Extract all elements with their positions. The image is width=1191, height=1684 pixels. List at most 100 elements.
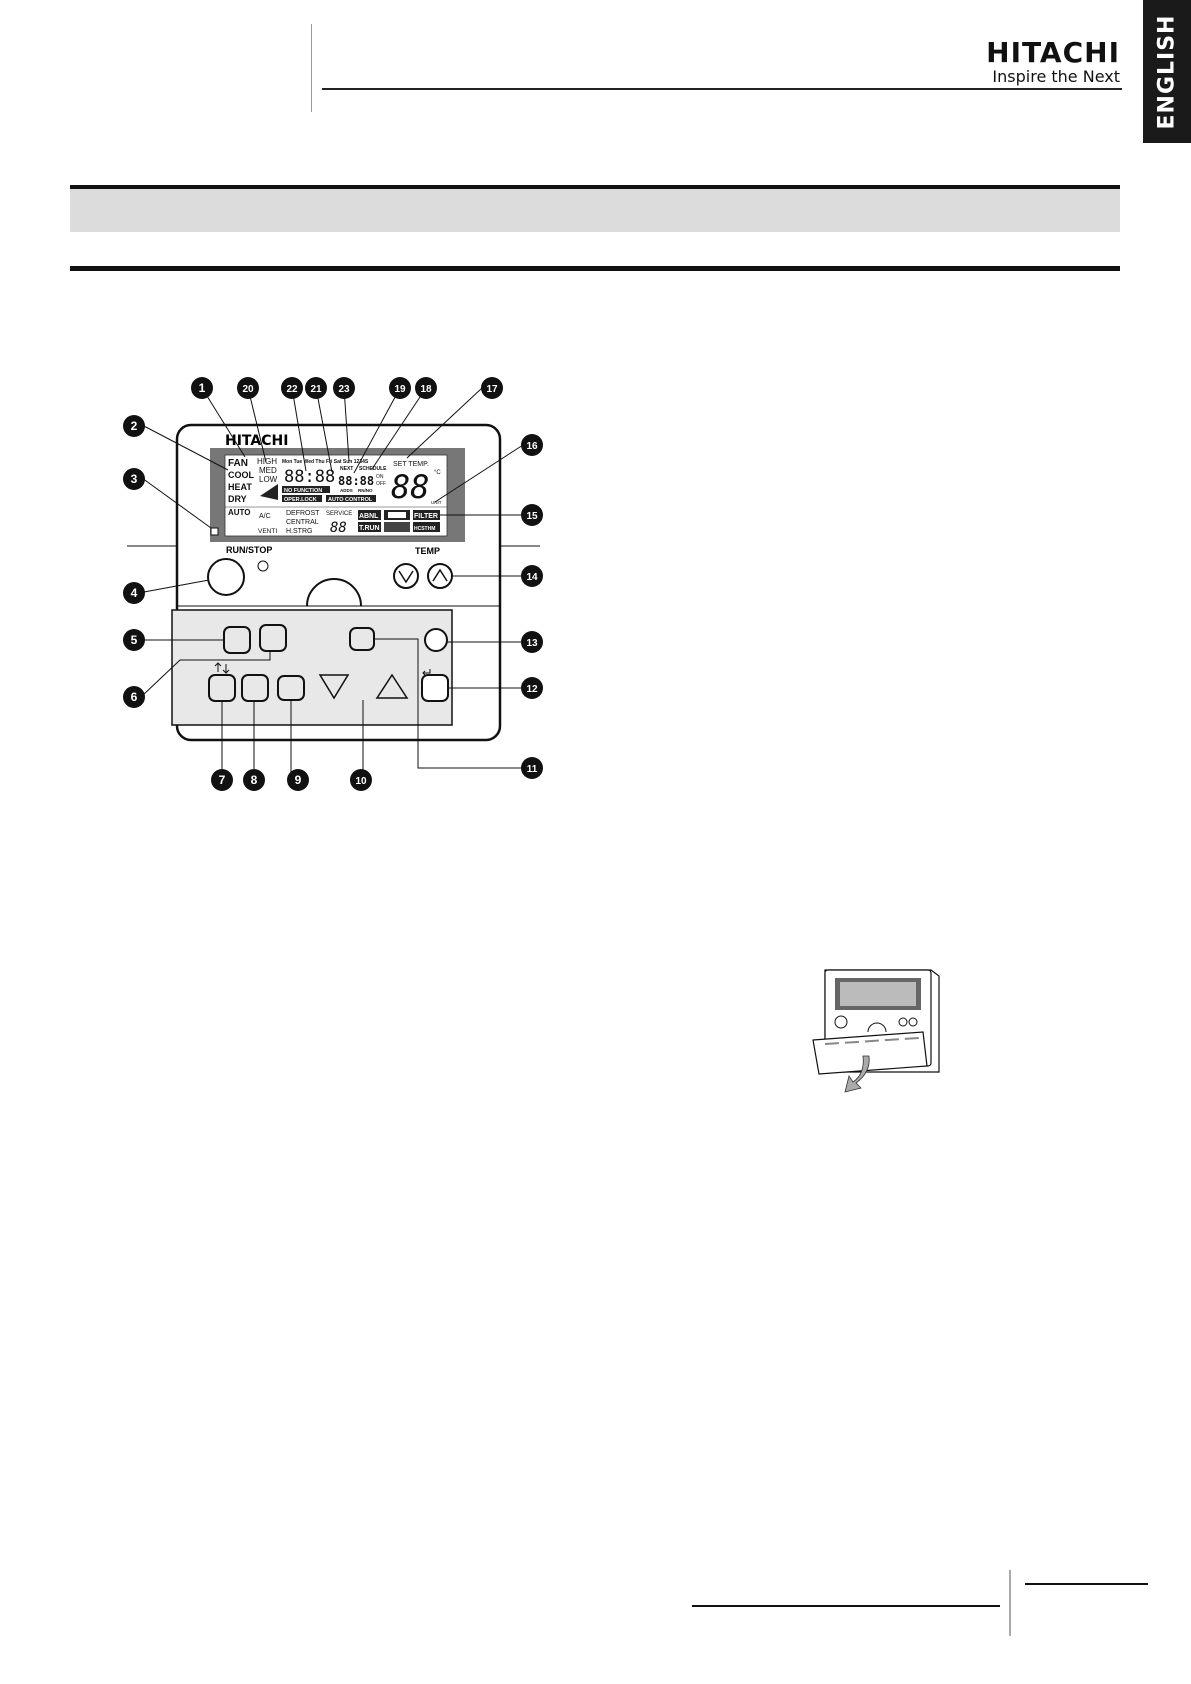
lcd-next: NEXT bbox=[340, 466, 353, 472]
callout-21-marker bbox=[305, 377, 327, 399]
button-13[interactable] bbox=[424, 628, 448, 652]
leader-18 bbox=[371, 387, 427, 470]
callout-15-marker bbox=[521, 504, 543, 526]
temp-up-button[interactable] bbox=[427, 563, 453, 589]
lcd-set-temp: SET TEMP. bbox=[393, 461, 429, 468]
section-rule bbox=[70, 266, 1120, 271]
lcd-schedule: SCHEDULE bbox=[359, 466, 387, 472]
button-6[interactable] bbox=[259, 624, 287, 652]
lcd-mode-dry: DRY bbox=[228, 494, 247, 504]
lcd-fan-med: MED bbox=[259, 466, 277, 475]
callout-22: 22 bbox=[286, 384, 298, 395]
run-stop-label: RUN/STOP bbox=[226, 545, 272, 555]
button-8[interactable] bbox=[241, 674, 269, 702]
callout-6-marker bbox=[123, 686, 145, 708]
callout-5-marker bbox=[123, 629, 145, 651]
lcd-small-icon bbox=[384, 522, 410, 532]
callout-21: 21 bbox=[310, 384, 322, 395]
lcd-degree: °C bbox=[434, 470, 441, 476]
callout-1: 1 bbox=[199, 381, 206, 395]
callout-15: 15 bbox=[526, 511, 538, 522]
callout-8-marker bbox=[243, 769, 265, 791]
callout-1-marker bbox=[191, 377, 213, 399]
cover-open-illustration bbox=[812, 969, 940, 1093]
callout-18-marker bbox=[415, 377, 437, 399]
callout-23: 23 bbox=[338, 384, 350, 395]
button-9[interactable] bbox=[277, 675, 305, 701]
callout-13-marker bbox=[521, 631, 543, 653]
button-11[interactable] bbox=[349, 627, 375, 651]
lcd-abnl-bg bbox=[358, 510, 381, 520]
open-arrow-icon bbox=[844, 1055, 870, 1093]
callout-17-marker bbox=[481, 377, 503, 399]
callout-20-marker bbox=[237, 377, 259, 399]
unit-bump bbox=[867, 1022, 887, 1033]
lcd-unit: UNIT bbox=[431, 500, 442, 505]
lcd-hstrg: H.STRG bbox=[286, 528, 312, 535]
lcd-no-function: NO FUNCTION bbox=[284, 488, 322, 494]
callout-14: 14 bbox=[526, 572, 538, 583]
callout-3: 3 bbox=[131, 472, 138, 486]
button-7[interactable] bbox=[208, 674, 236, 702]
lcd-auto-control: AUTO CONTROL bbox=[328, 497, 373, 503]
brand-name: HITACHI bbox=[986, 36, 1120, 69]
lcd-box-icon-inner bbox=[388, 512, 406, 518]
language-tab-label: ENGLISH bbox=[1154, 14, 1180, 129]
remote-brand: HITACHI bbox=[225, 433, 288, 449]
lower-button-panel bbox=[171, 609, 453, 726]
callout-6: 6 bbox=[131, 690, 138, 704]
lcd-rnno: RN/NO bbox=[358, 488, 373, 493]
temp-up-icon bbox=[432, 568, 448, 582]
lcd-mode-heat: HEAT bbox=[228, 482, 252, 492]
leader-17 bbox=[406, 387, 483, 459]
lcd-hcsthm: HCSTHM bbox=[414, 526, 435, 532]
up-arrow-button[interactable] bbox=[375, 673, 409, 699]
callout-19: 19 bbox=[394, 384, 406, 395]
lcd-filter-bg bbox=[413, 510, 440, 520]
lcd-addr: ADDS bbox=[340, 488, 353, 493]
callout-19-marker bbox=[389, 377, 411, 399]
enter-icon bbox=[422, 669, 431, 676]
lcd-days: Mon Tue Wed Thu Fri Sat Sun 1234S bbox=[282, 459, 369, 465]
footer-rule-right bbox=[1025, 1583, 1148, 1585]
button-12[interactable] bbox=[421, 674, 449, 702]
unit-cover-text-line bbox=[824, 1037, 920, 1045]
lcd-ac: A/C bbox=[259, 513, 271, 520]
lcd-oper-lock: OPER.LOCK bbox=[284, 497, 317, 503]
callout-9: 9 bbox=[295, 773, 302, 787]
section-heading-band bbox=[70, 185, 1120, 232]
brand-logo: HITACHI Inspire the Next bbox=[970, 38, 1120, 86]
lcd-mode-auto: AUTO bbox=[228, 508, 251, 517]
callout-7-marker bbox=[211, 769, 233, 791]
leader-19 bbox=[353, 387, 401, 474]
lcd-on: ON bbox=[376, 474, 384, 480]
leader-4 bbox=[143, 579, 210, 593]
lcd-central: CENTRAL bbox=[286, 519, 319, 526]
updown-icon bbox=[214, 662, 230, 674]
callout-5: 5 bbox=[131, 633, 138, 647]
leader-21 bbox=[315, 387, 333, 473]
button-5[interactable] bbox=[223, 626, 251, 654]
footer-rule-left bbox=[692, 1605, 1000, 1607]
callout-11: 11 bbox=[527, 764, 538, 775]
callout-4: 4 bbox=[131, 586, 138, 600]
callout-23-marker bbox=[333, 377, 355, 399]
footer-divider-vertical bbox=[1009, 1570, 1011, 1636]
down-arrow-button[interactable] bbox=[318, 674, 350, 700]
temp-down-button[interactable] bbox=[393, 563, 419, 589]
run-stop-button[interactable] bbox=[207, 558, 245, 596]
callout-20: 20 bbox=[242, 384, 254, 395]
unit-open-cover bbox=[812, 1031, 928, 1075]
callout-2-marker bbox=[123, 415, 145, 437]
callout-2: 2 bbox=[131, 419, 138, 433]
center-bump bbox=[306, 578, 362, 607]
callout-18: 18 bbox=[420, 384, 432, 395]
unit-temp-up bbox=[908, 1017, 918, 1027]
temp-label: TEMP bbox=[415, 546, 440, 556]
callout-12-marker bbox=[521, 677, 543, 699]
lcd-mode-fan: FAN bbox=[228, 458, 248, 469]
remote-controller-figure: HITACHI FAN COOL HEAT DRY AUTO HIGH MED … bbox=[123, 377, 543, 791]
lcd-oper-lock-bg bbox=[282, 495, 322, 502]
callout-8: 8 bbox=[251, 773, 258, 787]
lcd-abnl: ABNL bbox=[359, 513, 379, 520]
